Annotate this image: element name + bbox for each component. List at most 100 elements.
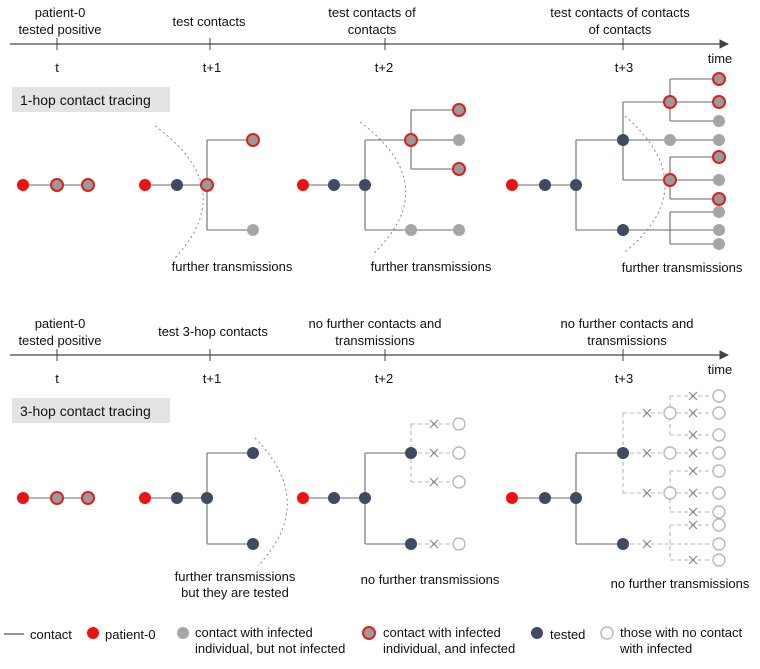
blocked-transmission-icon xyxy=(429,539,439,549)
legend-label: contact with infected xyxy=(195,625,313,640)
annotation: no further transmissions xyxy=(361,572,500,587)
blocked-transmission-icon xyxy=(429,477,439,487)
no-contact-node xyxy=(712,486,726,500)
infected-contact-node xyxy=(712,95,726,109)
annotation: no further transmissions xyxy=(611,576,750,591)
tested-node xyxy=(171,179,183,191)
tested-node xyxy=(328,179,340,191)
patient0-node xyxy=(506,492,518,504)
patient0-node xyxy=(139,492,151,504)
blocked-transmission-icon xyxy=(688,555,698,565)
blocked-transmission-icon xyxy=(688,448,698,458)
event-label: test 3-hop contacts xyxy=(158,324,268,339)
blocked-transmission-icon xyxy=(429,448,439,458)
top-graph xyxy=(17,72,726,250)
patient0-node xyxy=(506,179,518,191)
no-contact-node xyxy=(712,518,726,532)
bottom-panel: t t+1 t+2 t+3 time patient-0 tested posi… xyxy=(10,316,750,600)
legend-swatch-tested xyxy=(531,627,543,639)
event-label: no further contacts and xyxy=(309,316,442,331)
tested-node xyxy=(617,134,629,146)
event-label: test contacts xyxy=(173,14,246,29)
infected-contact-node xyxy=(712,150,726,164)
tick-label: t xyxy=(55,60,59,75)
blocked-transmission-icon xyxy=(429,419,439,429)
infected-contact-node xyxy=(246,133,260,147)
blocked-transmission-icon xyxy=(642,539,652,549)
tested-node xyxy=(539,492,551,504)
legend-swatch-patient0 xyxy=(87,627,99,639)
tested-node xyxy=(570,179,582,191)
blocked-transmission-icon xyxy=(642,488,652,498)
tested-node xyxy=(405,538,417,550)
event-label: contacts xyxy=(348,22,397,37)
infected-contact-node xyxy=(50,178,64,192)
tested-node xyxy=(539,179,551,191)
not-infected-contact-node xyxy=(713,238,725,250)
legend-label: tested xyxy=(550,627,585,642)
legend-label: contact xyxy=(30,627,72,642)
tested-node xyxy=(359,492,371,504)
blocked-transmission-icon xyxy=(688,507,698,517)
event-label: transmissions xyxy=(587,333,667,348)
tested-node xyxy=(359,179,371,191)
not-infected-contact-node xyxy=(453,224,465,236)
blocked-transmission-icon xyxy=(688,520,698,530)
infected-contact-node xyxy=(452,103,466,117)
panel-title: 1-hop contact tracing xyxy=(20,92,151,108)
event-label: patient-0 xyxy=(35,5,86,20)
blocked-transmission-icon xyxy=(688,408,698,418)
not-infected-contact-node xyxy=(405,224,417,236)
not-infected-contact-node xyxy=(713,224,725,236)
no-contact-node xyxy=(452,475,466,489)
tick-label: t+1 xyxy=(203,371,221,386)
tick-label: t+1 xyxy=(203,60,221,75)
tick-label: t+2 xyxy=(375,60,393,75)
patient0-node xyxy=(17,179,29,191)
annotation: but they are tested xyxy=(181,585,289,600)
tested-node xyxy=(570,492,582,504)
annotation: further transmissions xyxy=(371,259,492,274)
legend-swatch-no-contact xyxy=(600,626,614,640)
not-infected-contact-node xyxy=(713,115,725,127)
not-infected-contact-node xyxy=(713,134,725,146)
axis-label: time xyxy=(708,51,733,66)
event-label: test contacts of xyxy=(328,5,416,20)
no-contact-node xyxy=(452,446,466,460)
infected-contact-node xyxy=(81,178,95,192)
no-contact-node xyxy=(712,537,726,551)
infected-contact-node xyxy=(663,173,677,187)
legend-label: individual, and infected xyxy=(383,641,515,656)
tested-node xyxy=(328,492,340,504)
event-label: transmissions xyxy=(335,333,415,348)
infected-contact-node xyxy=(404,133,418,147)
no-contact-node xyxy=(663,446,677,460)
no-contact-node xyxy=(712,389,726,403)
legend-swatch-infected xyxy=(362,626,376,640)
top-timeline: t t+1 t+2 t+3 time patient-0 tested posi… xyxy=(10,5,732,75)
event-label: no further contacts and xyxy=(561,316,694,331)
event-label: patient-0 xyxy=(35,316,86,331)
annotation: further transmissions xyxy=(175,569,296,584)
tested-node xyxy=(247,538,259,550)
tested-node xyxy=(617,538,629,550)
infected-contact-node xyxy=(712,72,726,86)
no-contact-node xyxy=(712,406,726,420)
patient0-node xyxy=(297,179,309,191)
legend-label: contact with infected xyxy=(383,625,501,640)
not-infected-contact-node xyxy=(453,134,465,146)
event-label: tested positive xyxy=(18,333,101,348)
transmission-boundary xyxy=(359,121,407,256)
tick-label: t xyxy=(55,371,59,386)
no-contact-node xyxy=(712,428,726,442)
no-contact-node xyxy=(663,486,677,500)
not-infected-contact-node xyxy=(247,224,259,236)
no-contact-node xyxy=(712,505,726,519)
infected-contact-node xyxy=(200,178,214,192)
transmission-boundary xyxy=(254,437,288,567)
annotation: further transmissions xyxy=(622,260,743,275)
event-label: tested positive xyxy=(18,22,101,37)
infected-contact-node xyxy=(452,162,466,176)
no-contact-node xyxy=(712,446,726,460)
